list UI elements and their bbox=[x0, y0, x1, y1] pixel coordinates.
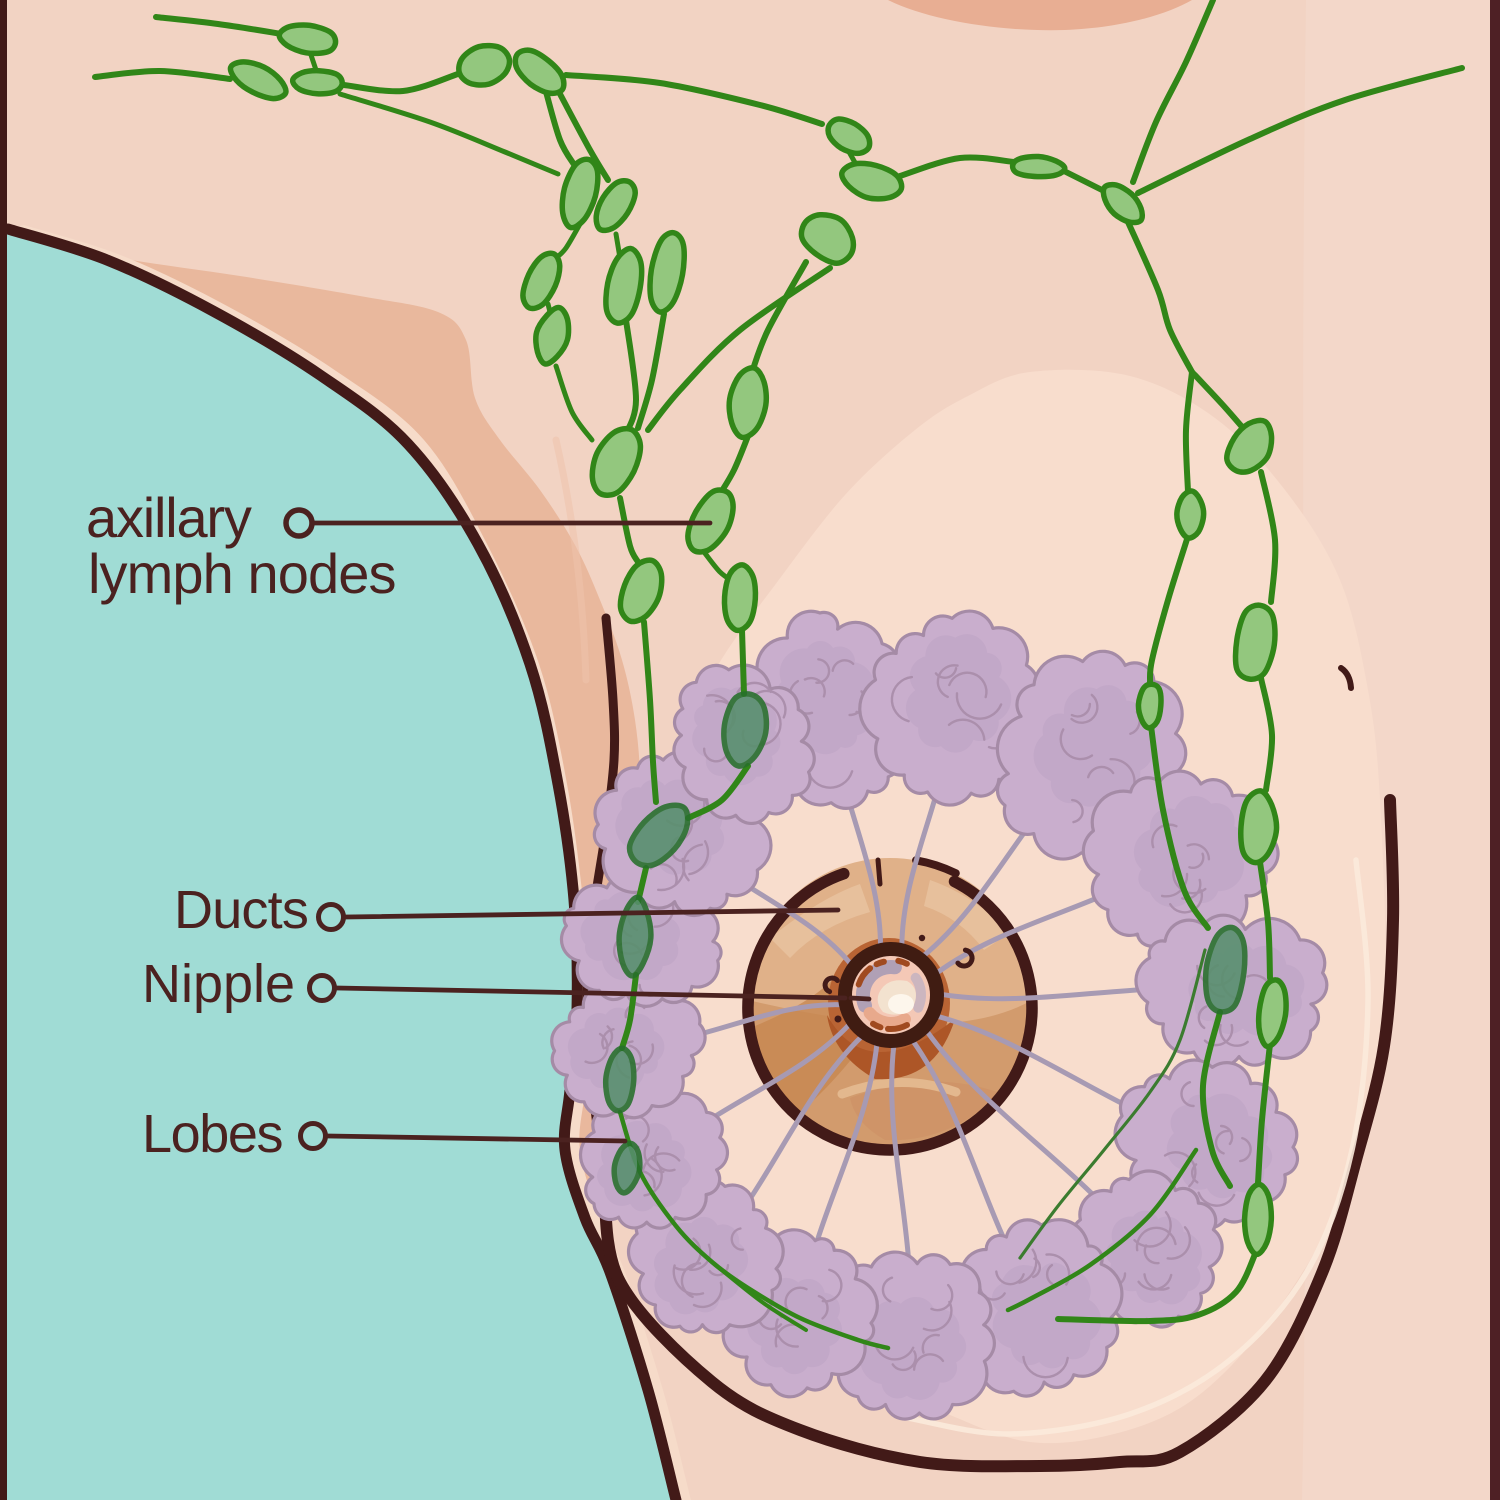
svg-text:Nipple: Nipple bbox=[142, 954, 295, 1014]
svg-text:axillary: axillary bbox=[86, 486, 252, 549]
svg-text:lymph nodes: lymph nodes bbox=[88, 542, 396, 605]
svg-text:Ducts: Ducts bbox=[174, 880, 308, 940]
svg-text:Lobes: Lobes bbox=[142, 1104, 283, 1164]
